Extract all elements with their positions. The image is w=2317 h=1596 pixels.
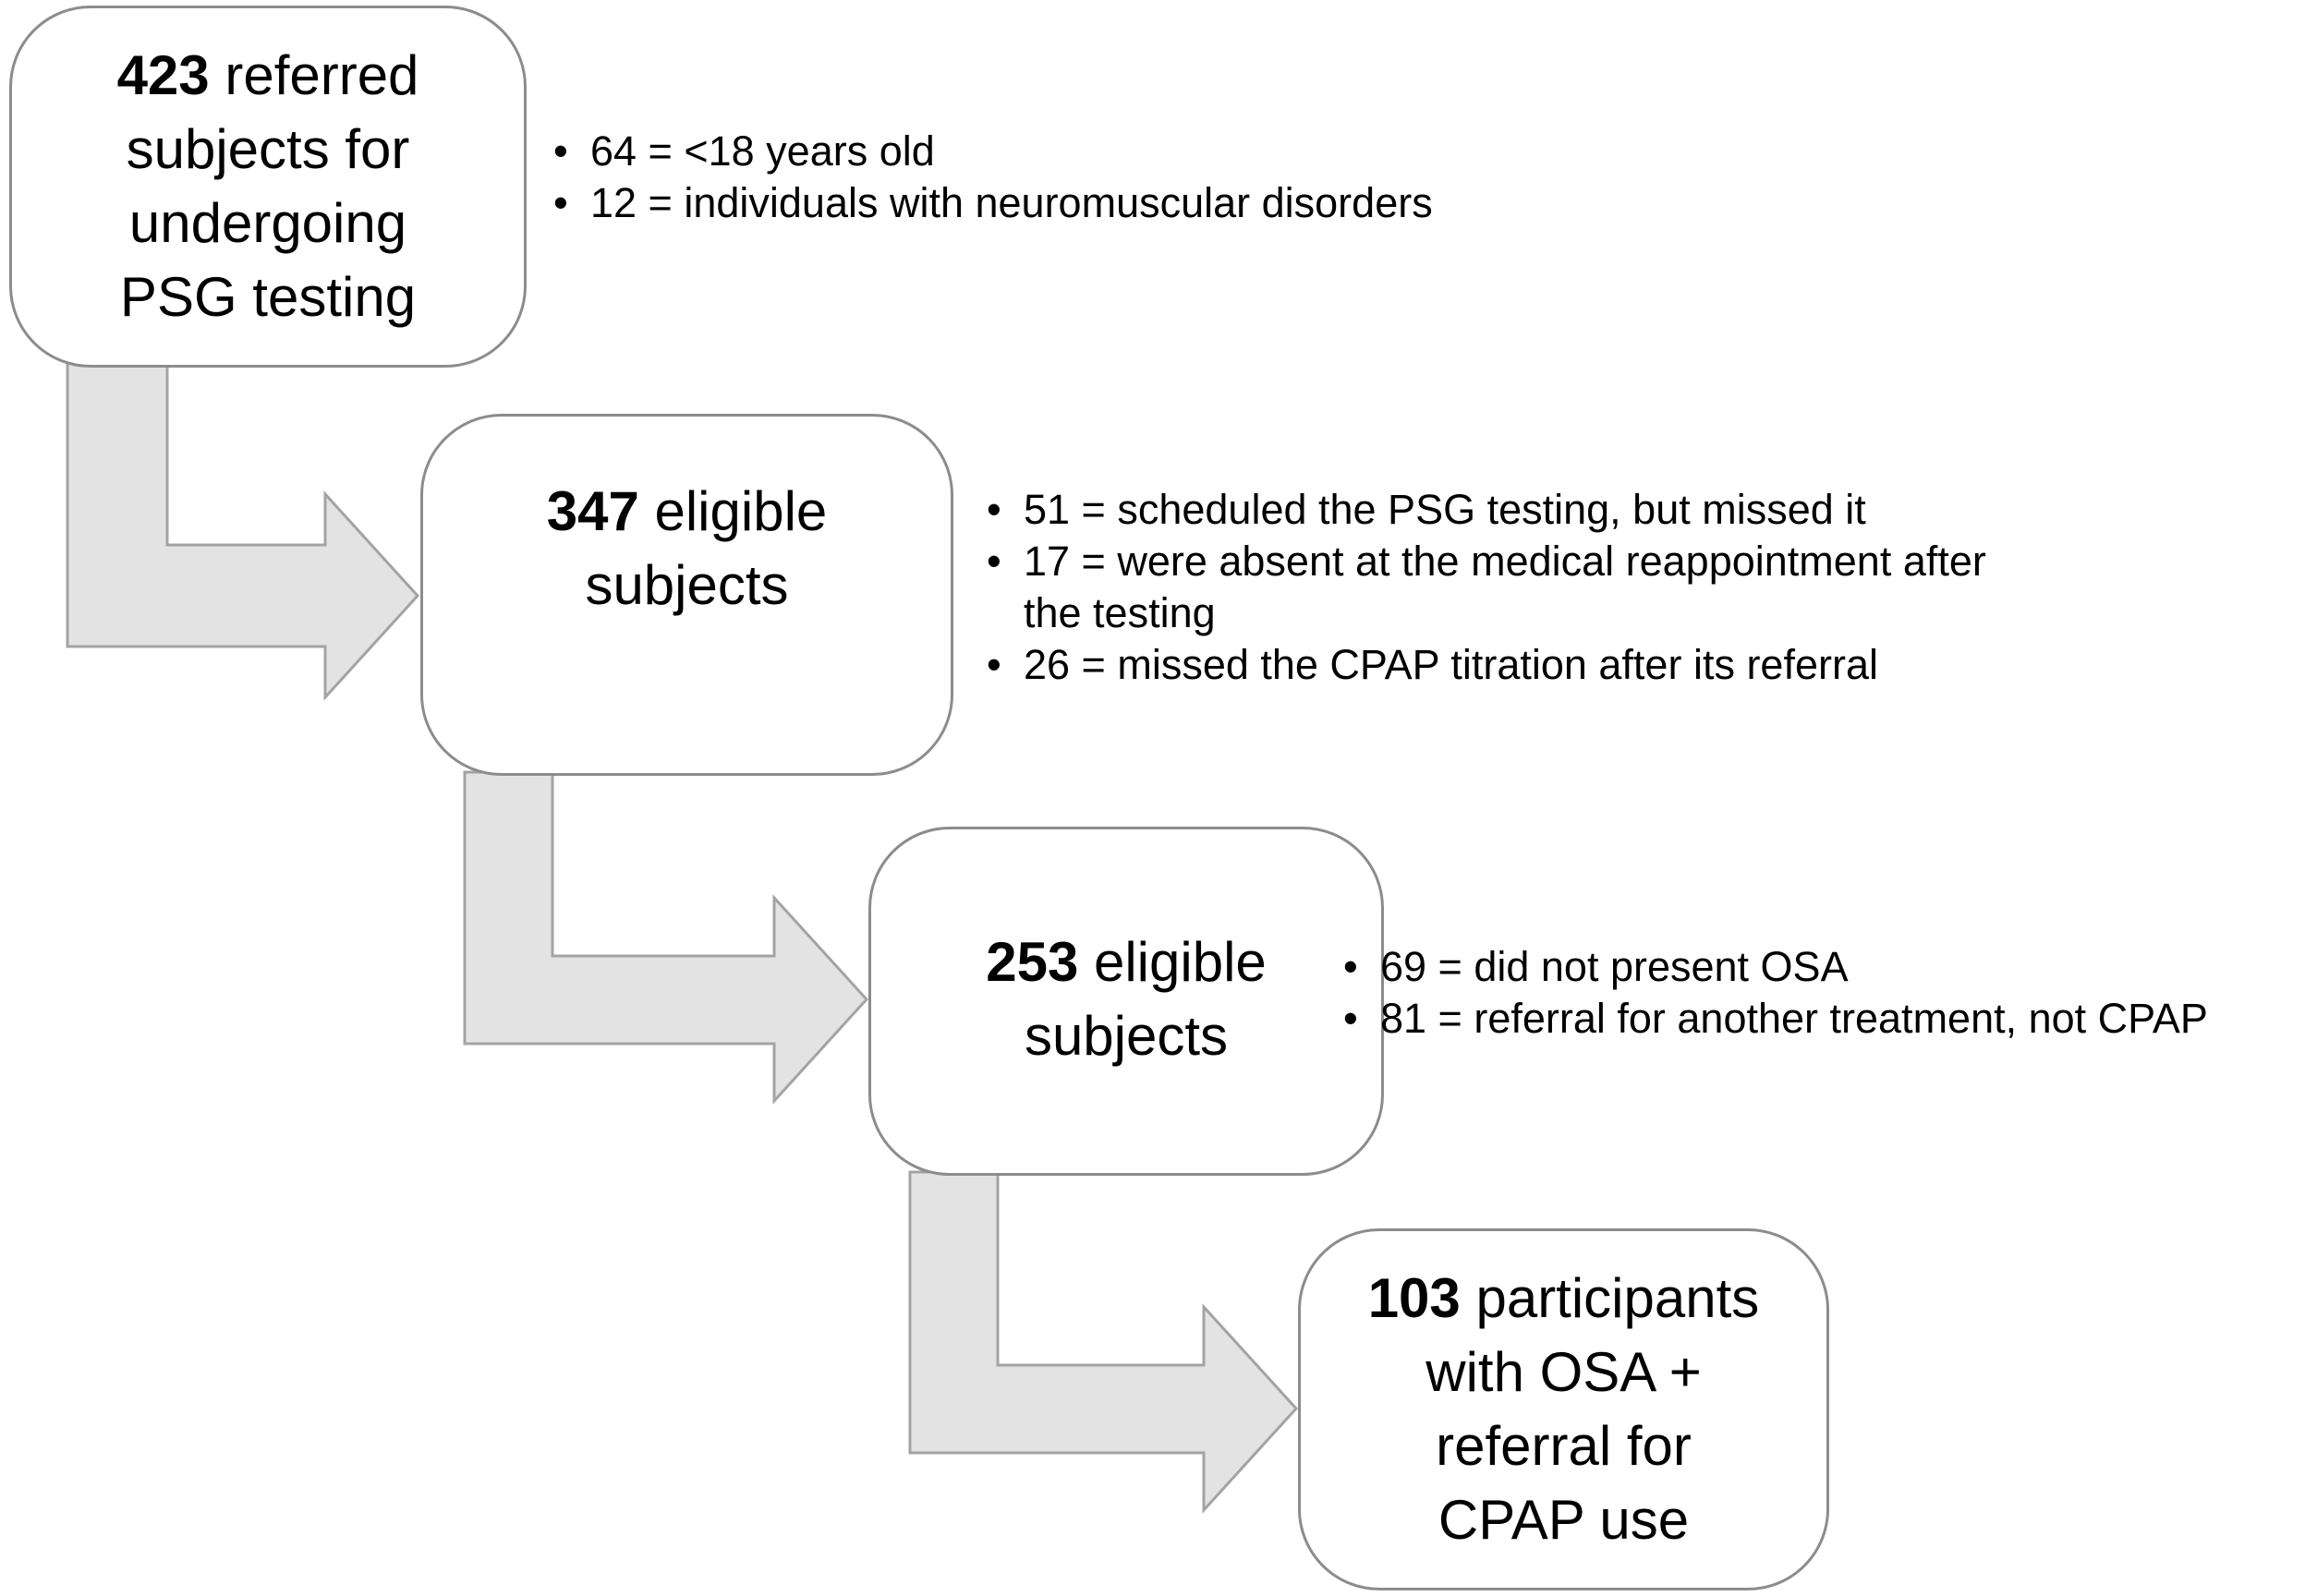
exclusion-list-2: 51 = scheduled the PSG testing, but miss…: [981, 484, 2224, 691]
exclusion-item: 51 = scheduled the PSG testing, but miss…: [981, 484, 2224, 536]
flow-box-participants-osa-cpap: 103 participants with OSA + referral for…: [1298, 1228, 1829, 1590]
exclusion-list-3: 69 = did not present OSA 81 = referral f…: [1338, 941, 2317, 1045]
exclusion-item: 12 = individuals with neuromuscular diso…: [548, 177, 1749, 229]
box-label: eligible subjects: [585, 480, 828, 616]
exclusion-item: 81 = referral for another treatment, not…: [1338, 993, 2317, 1045]
box-count: 253: [986, 931, 1079, 993]
box-label: referred subjects for undergoing PSG tes…: [119, 44, 419, 328]
box-count: 423: [116, 44, 210, 106]
exclusion-list-1: 64 = <18 years old 12 = individuals with…: [548, 126, 1749, 229]
box-count: 103: [1367, 1267, 1461, 1329]
box-text: 253 eligible subjects: [986, 925, 1267, 1073]
box-count: 347: [546, 480, 639, 542]
flow-arrow-3-icon: [908, 1170, 1299, 1514]
exclusion-item: 69 = did not present OSA: [1338, 941, 2317, 993]
exclusion-item: 64 = <18 years old: [548, 126, 1749, 177]
flow-arrow-2-icon: [463, 770, 869, 1105]
flow-box-referred-subjects: 423 referred subjects for undergoing PSG…: [9, 6, 527, 368]
box-text: 347 eligible subjects: [547, 475, 828, 623]
flow-arrow-1-icon: [66, 360, 420, 701]
box-label: eligible subjects: [1024, 931, 1267, 1067]
exclusion-item: 26 = missed the CPAP titration after its…: [981, 639, 2224, 691]
exclusion-item: 17 = were absent at the medical reappoin…: [981, 536, 2224, 639]
flow-box-eligible-subjects-347: 347 eligible subjects: [420, 414, 953, 776]
box-label: participants with OSA + referral for CPA…: [1425, 1267, 1760, 1551]
box-text: 103 participants with OSA + referral for…: [1368, 1262, 1760, 1557]
flow-box-eligible-subjects-253: 253 eligible subjects: [868, 827, 1384, 1176]
box-text: 423 referred subjects for undergoing PSG…: [117, 39, 419, 334]
